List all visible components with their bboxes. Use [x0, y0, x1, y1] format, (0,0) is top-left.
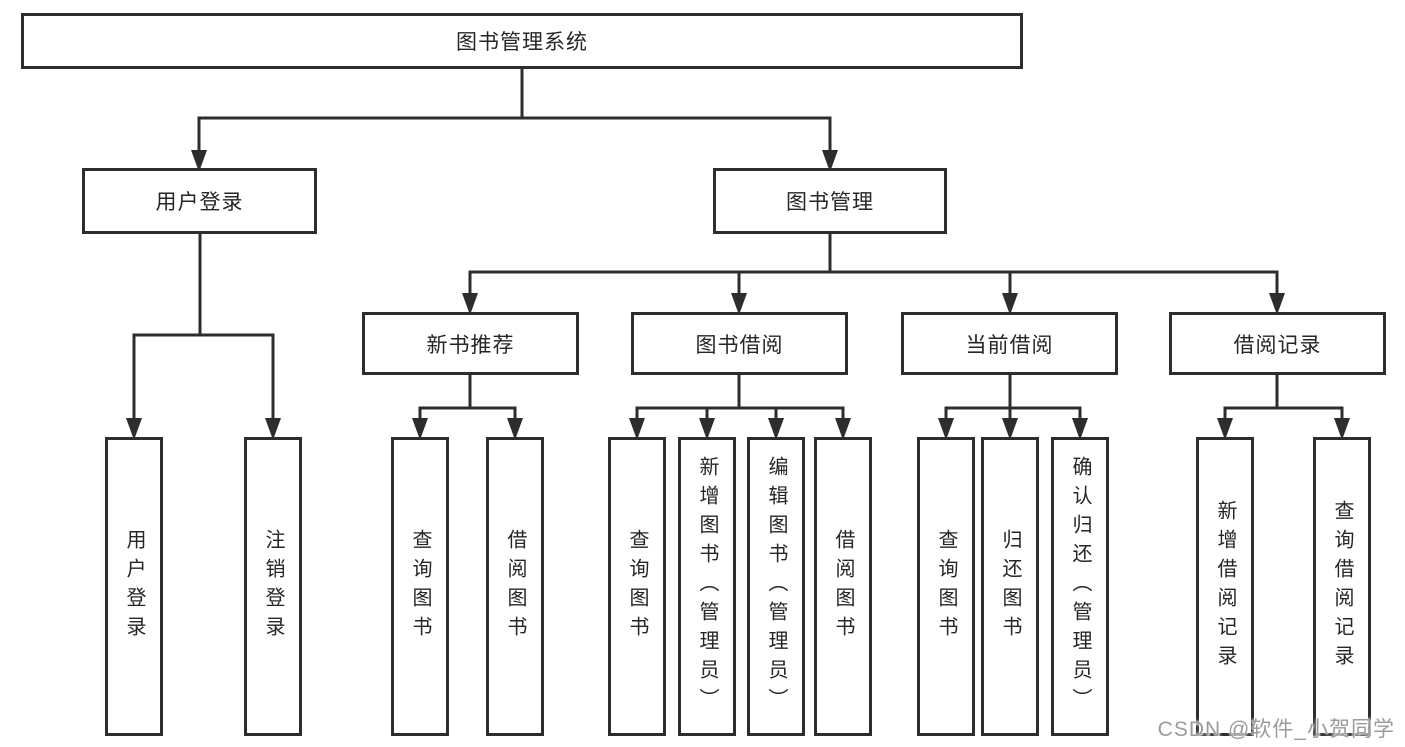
node-label: 当前借阅	[965, 333, 1054, 357]
leaf-query-books-recommend: 查询图书	[391, 437, 449, 736]
node-book-borrowing: 图书借阅	[631, 312, 848, 375]
node-book-management: 图书管理	[713, 168, 947, 234]
leaf-edit-book-admin: 编辑图书（管理员）	[747, 437, 805, 736]
node-label: 图书管理	[786, 191, 874, 214]
node-label: 图书管理系统	[456, 31, 588, 54]
leaf-label: 编辑图书（管理员）	[765, 456, 787, 717]
node-root-system: 图书管理系统	[21, 13, 1023, 69]
node-label: 新书推荐	[426, 333, 515, 357]
leaf-label: 借阅图书	[504, 528, 526, 645]
node-new-book-recommendation: 新书推荐	[362, 312, 579, 375]
csdn-watermark: CSDN @软件_小贺同学	[1157, 718, 1395, 741]
leaf-logout: 注销登录	[244, 437, 302, 736]
leaf-label: 注销登录	[262, 528, 284, 645]
node-label: 用户登录	[155, 191, 244, 214]
node-user-login: 用户登录	[82, 168, 317, 234]
leaf-label: 查询图书	[935, 528, 957, 645]
leaf-label: 新增借阅记录	[1214, 499, 1236, 674]
leaf-label: 新增图书（管理员）	[696, 456, 718, 717]
leaf-label: 归还图书	[999, 528, 1021, 645]
leaf-label: 查询图书	[626, 528, 648, 645]
leaf-add-book-admin: 新增图书（管理员）	[678, 437, 736, 736]
leaf-query-books-borrowing: 查询图书	[608, 437, 666, 736]
node-label: 图书借阅	[695, 333, 784, 357]
leaf-borrow-books-borrowing: 借阅图书	[814, 437, 872, 736]
leaf-label: 查询借阅记录	[1331, 499, 1353, 674]
leaf-add-borrow-record: 新增借阅记录	[1196, 437, 1254, 736]
leaf-label: 借阅图书	[832, 528, 854, 645]
leaf-confirm-return-admin: 确认归还（管理员）	[1051, 437, 1109, 736]
leaf-query-books-current: 查询图书	[917, 437, 975, 736]
leaf-label: 用户登录	[123, 528, 145, 645]
node-borrowing-records: 借阅记录	[1169, 312, 1386, 375]
leaf-borrow-books-recommend: 借阅图书	[486, 437, 544, 736]
node-label: 借阅记录	[1233, 333, 1322, 357]
leaf-user-login: 用户登录	[105, 437, 163, 736]
leaf-query-borrow-record: 查询借阅记录	[1313, 437, 1371, 736]
leaf-label: 确认归还（管理员）	[1069, 456, 1091, 717]
node-current-borrowing: 当前借阅	[901, 312, 1118, 375]
leaf-label: 查询图书	[409, 528, 431, 645]
leaf-return-books: 归还图书	[981, 437, 1039, 736]
